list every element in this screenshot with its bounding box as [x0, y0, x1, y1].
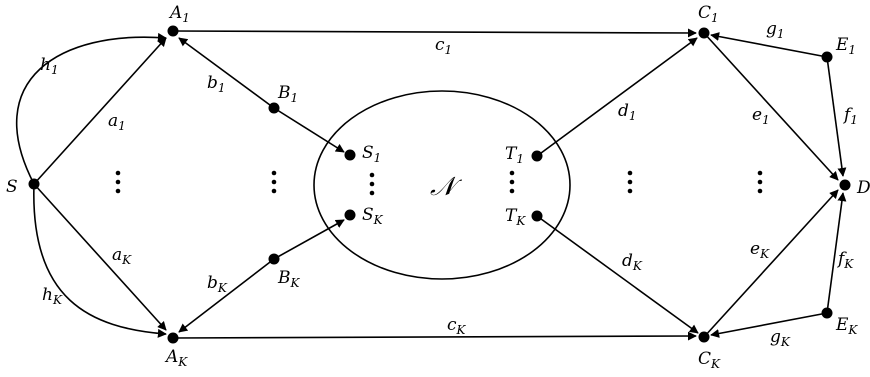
- label-node-E1: E1: [835, 35, 856, 57]
- edge-gK: [710, 312, 828, 338]
- edge-cK: [172, 331, 697, 341]
- label-edge-gK: gK: [770, 327, 791, 349]
- label-node-T1: T1: [505, 144, 524, 166]
- edge-b1-s1: [273, 107, 345, 153]
- edge-g1: [710, 32, 828, 58]
- label-edge-hK: hK: [42, 285, 63, 307]
- label-node-BK: BK: [277, 268, 301, 290]
- edge-dK: [536, 215, 699, 334]
- edge-bk-sk: [273, 219, 345, 260]
- label-edge-bK: bK: [207, 273, 228, 295]
- edge-h1: [15, 32, 167, 185]
- node-TK: [531, 210, 543, 222]
- edge-f1: [826, 56, 847, 177]
- node-D: [839, 179, 851, 191]
- label-edge-g1: g1: [766, 19, 785, 41]
- network-ellipse: [313, 90, 571, 280]
- edge-a1: [33, 37, 167, 185]
- label-edge-cK: cK: [447, 315, 467, 337]
- label-node-EK: EK: [835, 315, 858, 337]
- label-edge-a1: a1: [108, 111, 126, 133]
- edge-hK: [33, 183, 167, 338]
- edge-c1: [172, 28, 697, 38]
- label-edge-e1: e1: [752, 105, 770, 127]
- node-CK: [698, 331, 710, 343]
- ellipsis-t: [509, 170, 515, 194]
- label-edge-eK: eK: [750, 239, 770, 261]
- ellipsis-e: [757, 170, 763, 194]
- node-EK: [821, 307, 833, 319]
- label-node-D: D: [856, 178, 870, 198]
- ellipsis-left: [115, 170, 121, 194]
- label-node-CK: CK: [698, 349, 721, 371]
- label-edge-f1: f1: [842, 105, 858, 127]
- label-edge-h1: h1: [40, 55, 59, 77]
- label-edge-aK: aK: [112, 245, 132, 267]
- label-node-AK: AK: [164, 347, 188, 369]
- label-node-A1: A1: [168, 3, 190, 25]
- label-node-C1: C1: [698, 3, 719, 25]
- edge-b1: [178, 37, 275, 109]
- edge-bK: [178, 258, 275, 333]
- edge-fK: [826, 192, 847, 314]
- label-edge-dK: dK: [622, 251, 643, 273]
- ellipsis-d: [627, 170, 633, 194]
- ellipsis-s: [369, 172, 375, 196]
- node-B1: [268, 102, 280, 114]
- label-edge-c1: c1: [435, 35, 452, 57]
- network-label: 𝒩: [430, 172, 463, 202]
- edge-aK: [33, 183, 167, 331]
- label-node-S1: S1: [362, 143, 381, 165]
- edge-e1: [703, 32, 839, 181]
- edge-d1: [536, 37, 698, 157]
- node-E1: [821, 51, 833, 63]
- node-BK: [268, 253, 280, 265]
- node-S1: [344, 149, 356, 161]
- node-A1: [167, 25, 179, 37]
- label-node-B1: B1: [277, 83, 298, 105]
- node-T1: [531, 150, 543, 162]
- label-node-S: S: [6, 177, 18, 197]
- node-C1: [698, 27, 710, 39]
- node-AK: [167, 332, 179, 344]
- ellipsis-b: [271, 170, 277, 194]
- edge-eK: [703, 189, 839, 338]
- label-node-TK: TK: [505, 206, 526, 228]
- node-SK: [344, 209, 356, 221]
- node-S: [28, 178, 40, 190]
- label-edge-b1: b1: [207, 73, 226, 95]
- label-edge-fK: fK: [836, 249, 854, 271]
- label-node-SK: SK: [362, 205, 384, 227]
- label-edge-d1: d1: [618, 101, 637, 123]
